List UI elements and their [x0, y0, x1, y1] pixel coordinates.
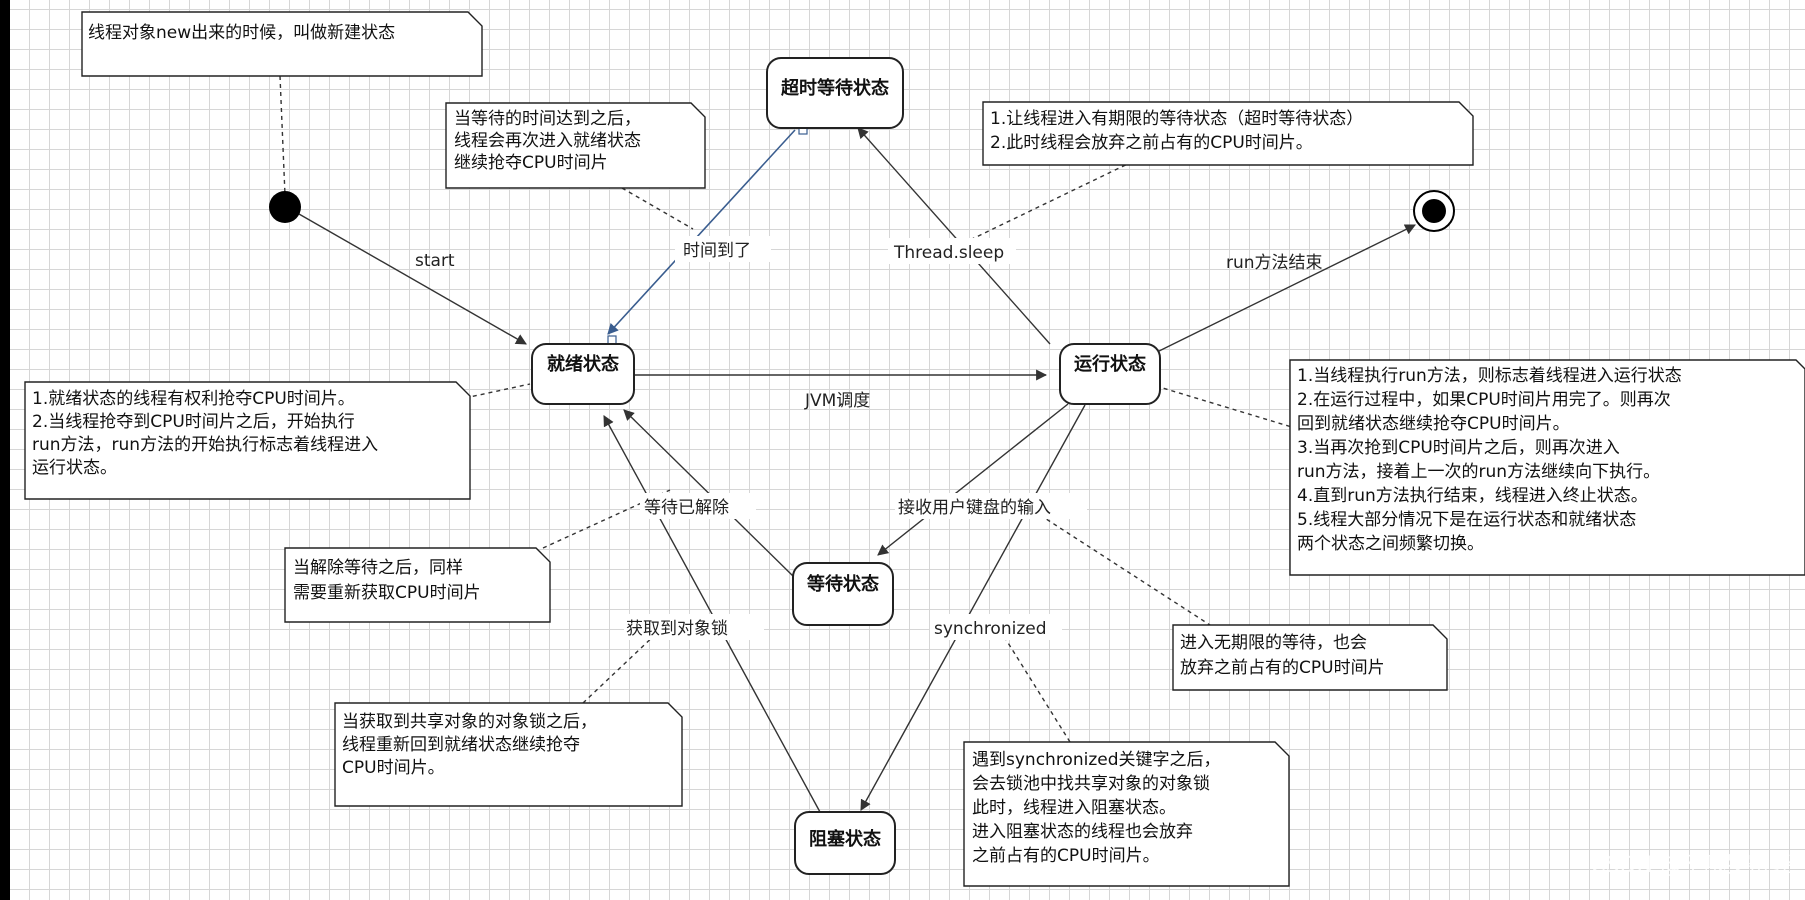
note-sleep-shape — [982, 101, 1474, 166]
note-ready-shape — [24, 381, 471, 500]
label-bg-sleep — [888, 238, 1016, 264]
note-running-shape — [1289, 359, 1805, 576]
note-timeout-return-text: 当等待的时间达到之后， 线程会再次进入就绪状态 继续抢夺CPU时间片 — [454, 109, 646, 173]
state-timed-waiting: 超时等待状态 — [766, 57, 904, 129]
note-sleep: 1.让线程进入有期限的等待状态（超时等待状态） 2.此时线程会放弃之前占有的CP… — [982, 101, 1474, 166]
edge-timeout — [607, 129, 796, 335]
state-waiting-box — [792, 562, 894, 626]
note-running-text: 1.当线程执行run方法，则标志着线程进入运行状态 2.在运行过程中，如果CPU… — [1297, 366, 1687, 554]
edge-synchronized — [860, 404, 1086, 811]
note-unbounded-wait-shape — [1172, 624, 1448, 691]
note-new-state-shape — [81, 11, 483, 77]
label-bg-wait-released — [640, 493, 756, 519]
anchor-ready-note — [464, 383, 531, 399]
note-new-state-text: 线程对象new出来的时候，叫做新建状态 — [88, 23, 395, 43]
state-diagram: start 时间到了 Thread.sleep run方法结束 JVM调度 等待… — [24, 11, 1805, 887]
label-bg-timeout — [675, 236, 771, 262]
edge-run-end — [1152, 224, 1416, 355]
edge-keyboard-input — [877, 403, 1069, 556]
state-running-label: 运行状态 — [1074, 353, 1146, 375]
state-blocked-label: 阻塞状态 — [809, 828, 881, 850]
label-start: start — [415, 251, 455, 271]
note-unbounded-wait: 进入无期限的等待，也会 放弃之前占有的CPU时间片 — [1172, 624, 1448, 691]
anchor-timeout-note — [621, 187, 694, 230]
state-timed-waiting-label: 超时等待状态 — [781, 77, 889, 99]
diagram-canvas: start 时间到了 Thread.sleep run方法结束 JVM调度 等待… — [10, 0, 1805, 900]
anchor-unbounded-note — [1039, 514, 1211, 626]
timeout-edge-handle-bottom — [607, 335, 617, 345]
note-wait-release-shape — [284, 547, 551, 623]
note-synchronized: 遇到synchronized关键字之后， 会去锁池中找共享对象的对象锁 此时，线… — [963, 741, 1290, 887]
state-ready-label: 就绪状态 — [547, 353, 619, 375]
label-wait-released: 等待已解除 — [644, 498, 729, 518]
label-bg-keyboard — [895, 493, 1087, 519]
label-keyboard-input: 接收用户键盘的输入 — [898, 498, 1051, 518]
note-sleep-text: 1.让线程进入有期限的等待状态（超时等待状态） 2.此时线程会放弃之前占有的CP… — [990, 109, 1369, 153]
state-running: 运行状态 — [1059, 343, 1161, 405]
final-node-core — [1422, 199, 1446, 223]
initial-node — [269, 191, 301, 223]
anchor-sync-note — [999, 629, 1071, 743]
state-ready: 就绪状态 — [531, 343, 635, 405]
note-timeout-return: 当等待的时间达到之后， 线程会再次进入就绪状态 继续抢夺CPU时间片 — [445, 102, 706, 189]
note-running: 1.当线程执行run方法，则标志着线程进入运行状态 2.在运行过程中，如果CPU… — [1289, 359, 1805, 576]
state-blocked-box — [794, 811, 896, 875]
note-lock: 当获取到共享对象的对象锁之后， 线程重新回到就绪状态继续抢夺 CPU时间片。 — [334, 702, 683, 807]
label-jvm: JVM调度 — [804, 391, 870, 411]
note-new-state: 线程对象new出来的时候，叫做新建状态 — [81, 11, 483, 77]
note-unbounded-wait-text: 进入无期限的等待，也会 放弃之前占有的CPU时间片 — [1180, 633, 1385, 678]
label-sleep: Thread.sleep — [893, 243, 1004, 263]
label-lock-acquired: 获取到对象锁 — [626, 619, 728, 639]
anchor-sleep-note — [969, 157, 1141, 241]
state-running-box — [1059, 343, 1161, 405]
state-blocked: 阻塞状态 — [794, 811, 896, 875]
note-synchronized-shape — [963, 741, 1290, 887]
state-ready-box — [531, 343, 635, 405]
label-run-end: run方法结束 — [1226, 253, 1323, 273]
note-timeout-return-shape — [445, 102, 706, 189]
watermark-text: CSDN @不哦罗密经 — [1590, 853, 1792, 878]
edge-start — [291, 209, 527, 345]
edge-sleep — [857, 127, 1051, 345]
note-synchronized-text: 遇到synchronized关键字之后， 会去锁池中找共享对象的对象锁 此时，线… — [972, 750, 1226, 866]
note-wait-release-text: 当解除等待之后，同样 需要重新获取CPU时间片 — [293, 558, 481, 603]
label-bg-sync — [930, 614, 1062, 640]
state-timed-waiting-box — [766, 57, 904, 129]
anchor-lock-note — [582, 629, 661, 704]
note-ready-text: 1.就绪状态的线程有权利抢夺CPU时间片。 2.当线程抢夺到CPU时间片之后，开… — [32, 389, 383, 478]
anchor-running-note — [1155, 385, 1296, 429]
state-waiting-label: 等待状态 — [807, 573, 879, 595]
label-bg-lock — [624, 614, 764, 640]
label-timeout: 时间到了 — [683, 241, 751, 261]
note-ready: 1.就绪状态的线程有权利抢夺CPU时间片。 2.当线程抢夺到CPU时间片之后，开… — [24, 381, 471, 500]
note-wait-release: 当解除等待之后，同样 需要重新获取CPU时间片 — [284, 547, 551, 623]
state-waiting: 等待状态 — [792, 562, 894, 626]
anchor-new-note — [279, 75, 286, 196]
label-synchronized: synchronized — [934, 619, 1047, 639]
note-lock-text: 当获取到共享对象的对象锁之后， 线程重新回到就绪状态继续抢夺 CPU时间片。 — [342, 712, 602, 778]
note-lock-shape — [334, 702, 683, 807]
